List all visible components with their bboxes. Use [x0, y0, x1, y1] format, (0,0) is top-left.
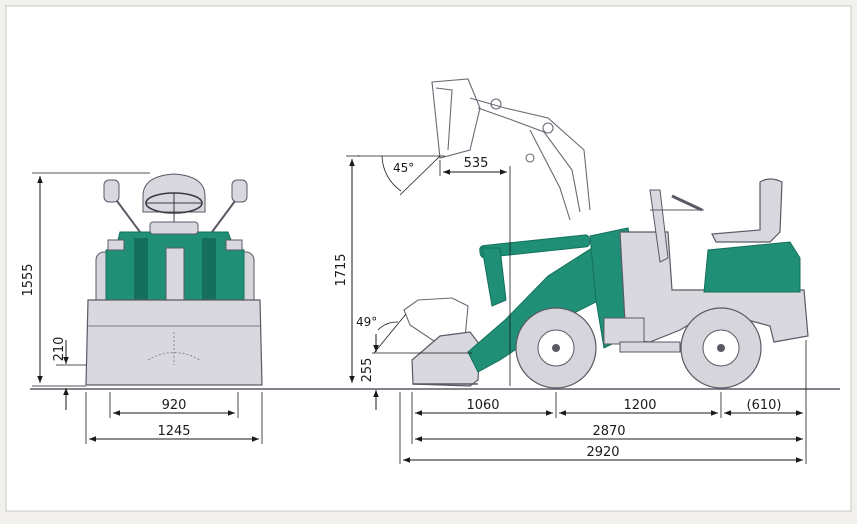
- front-mirror-left: [103, 179, 120, 203]
- dim-front-tread-920: 920: [162, 398, 187, 413]
- dim-length-2870: 2870: [592, 424, 625, 439]
- front-view-dimensions: 1555 210 920 1245: [21, 172, 263, 444]
- dim-rollback-angle: 49°: [356, 315, 377, 329]
- lowered-bucket-outline-raised: [403, 297, 469, 346]
- dim-side-reach-535: 535: [464, 156, 489, 171]
- dim-side-height-1715: 1715: [334, 253, 349, 286]
- dim-front-overhang-1060: 1060: [466, 398, 499, 413]
- dim-dump-angle: 45°: [393, 161, 414, 175]
- dim-side-bucket-255: 255: [360, 358, 375, 383]
- front-bucket: [85, 299, 263, 386]
- side-bucket: [411, 331, 481, 387]
- side-lift-cylinder: [479, 234, 591, 259]
- dim-length-2920: 2920: [586, 445, 619, 460]
- side-steering-wheel: [671, 194, 703, 212]
- side-view: [357, 78, 809, 389]
- front-view: [85, 173, 263, 386]
- side-rear-wheel: [680, 307, 762, 389]
- dim-front-height-1555: 1555: [21, 263, 36, 296]
- side-seat: [711, 178, 783, 243]
- side-view-dimensions: 1715 535 45° 49° 255 1060 1200 (610) 2: [334, 155, 807, 464]
- dim-front-width-1245: 1245: [157, 424, 190, 439]
- raised-bucket-outline: [431, 78, 591, 221]
- side-front-wheel: [515, 307, 597, 389]
- front-mirror-right: [231, 179, 248, 203]
- dim-front-bucket-210: 210: [52, 337, 67, 362]
- dim-rear-overhang-610: (610): [747, 398, 782, 413]
- dim-wheelbase-1200: 1200: [623, 398, 656, 413]
- side-engine-cover: [703, 241, 801, 293]
